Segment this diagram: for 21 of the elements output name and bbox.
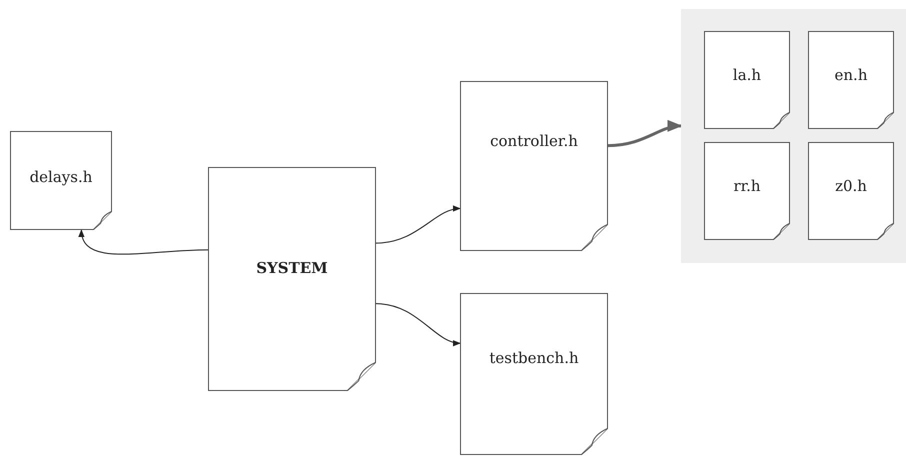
arrow xyxy=(376,303,461,346)
file-name: testbench.h xyxy=(489,348,579,367)
file-name: la.h xyxy=(732,66,762,84)
document-page xyxy=(704,142,790,240)
document-page xyxy=(208,167,376,391)
file-name: SYSTEM xyxy=(256,258,328,277)
file-name: controller.h xyxy=(490,132,578,150)
document-page xyxy=(808,31,894,129)
arrow xyxy=(79,229,208,255)
file-name: en.h xyxy=(834,66,868,84)
document-page xyxy=(10,131,112,230)
document-page xyxy=(460,81,608,251)
file-name: z0.h xyxy=(835,177,867,196)
group-panel xyxy=(681,9,906,263)
document-page xyxy=(704,31,790,129)
file-name: rr.h xyxy=(733,177,761,196)
document-page xyxy=(808,142,894,240)
document-page xyxy=(460,293,608,455)
file-name: delays.h xyxy=(30,168,92,186)
arrow xyxy=(608,120,682,148)
arrow xyxy=(376,206,461,244)
